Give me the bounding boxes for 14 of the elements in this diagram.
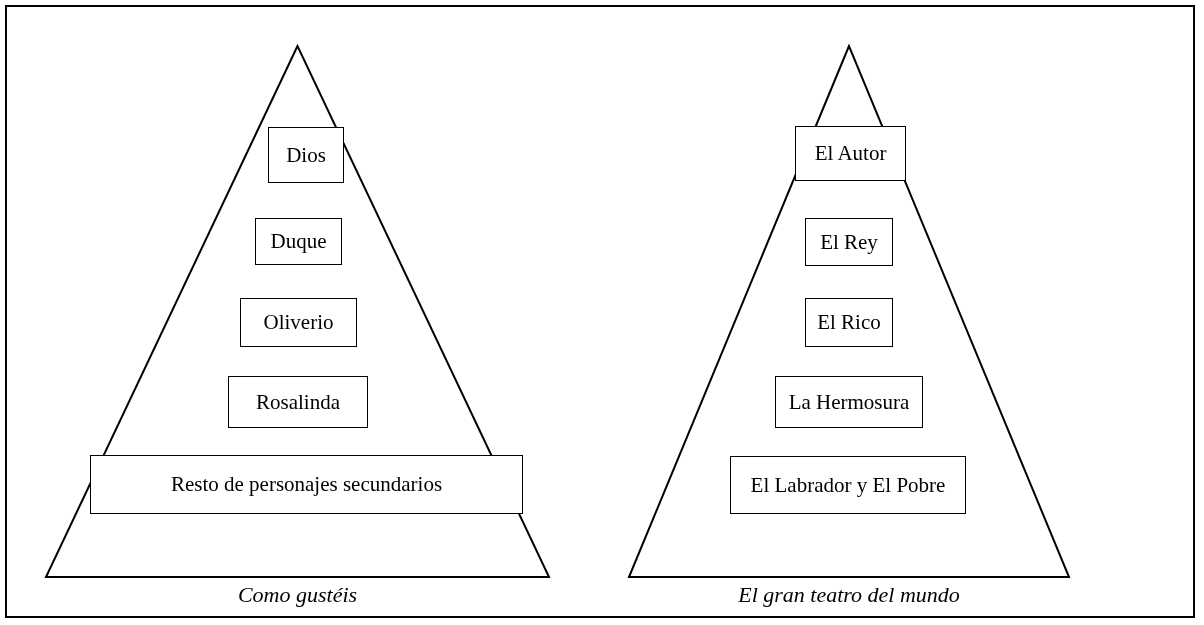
pyramid-label: Como gustéis (237, 582, 358, 608)
name-box: Duque (255, 218, 342, 265)
name-box: Resto de personajes secundarios (90, 455, 523, 514)
pyramid (628, 45, 1070, 578)
name-box: Dios (268, 127, 344, 183)
name-box: El Rey (805, 218, 893, 266)
name-box: El Autor (795, 126, 906, 181)
name-box: Oliverio (240, 298, 357, 347)
pyramid (45, 45, 550, 578)
pyramid-label: El gran teatro del mundo (738, 582, 960, 608)
name-box: El Rico (805, 298, 893, 347)
name-box: El Labrador y El Pobre (730, 456, 966, 514)
name-box: Rosalinda (228, 376, 368, 428)
name-box: La Hermosura (775, 376, 923, 428)
